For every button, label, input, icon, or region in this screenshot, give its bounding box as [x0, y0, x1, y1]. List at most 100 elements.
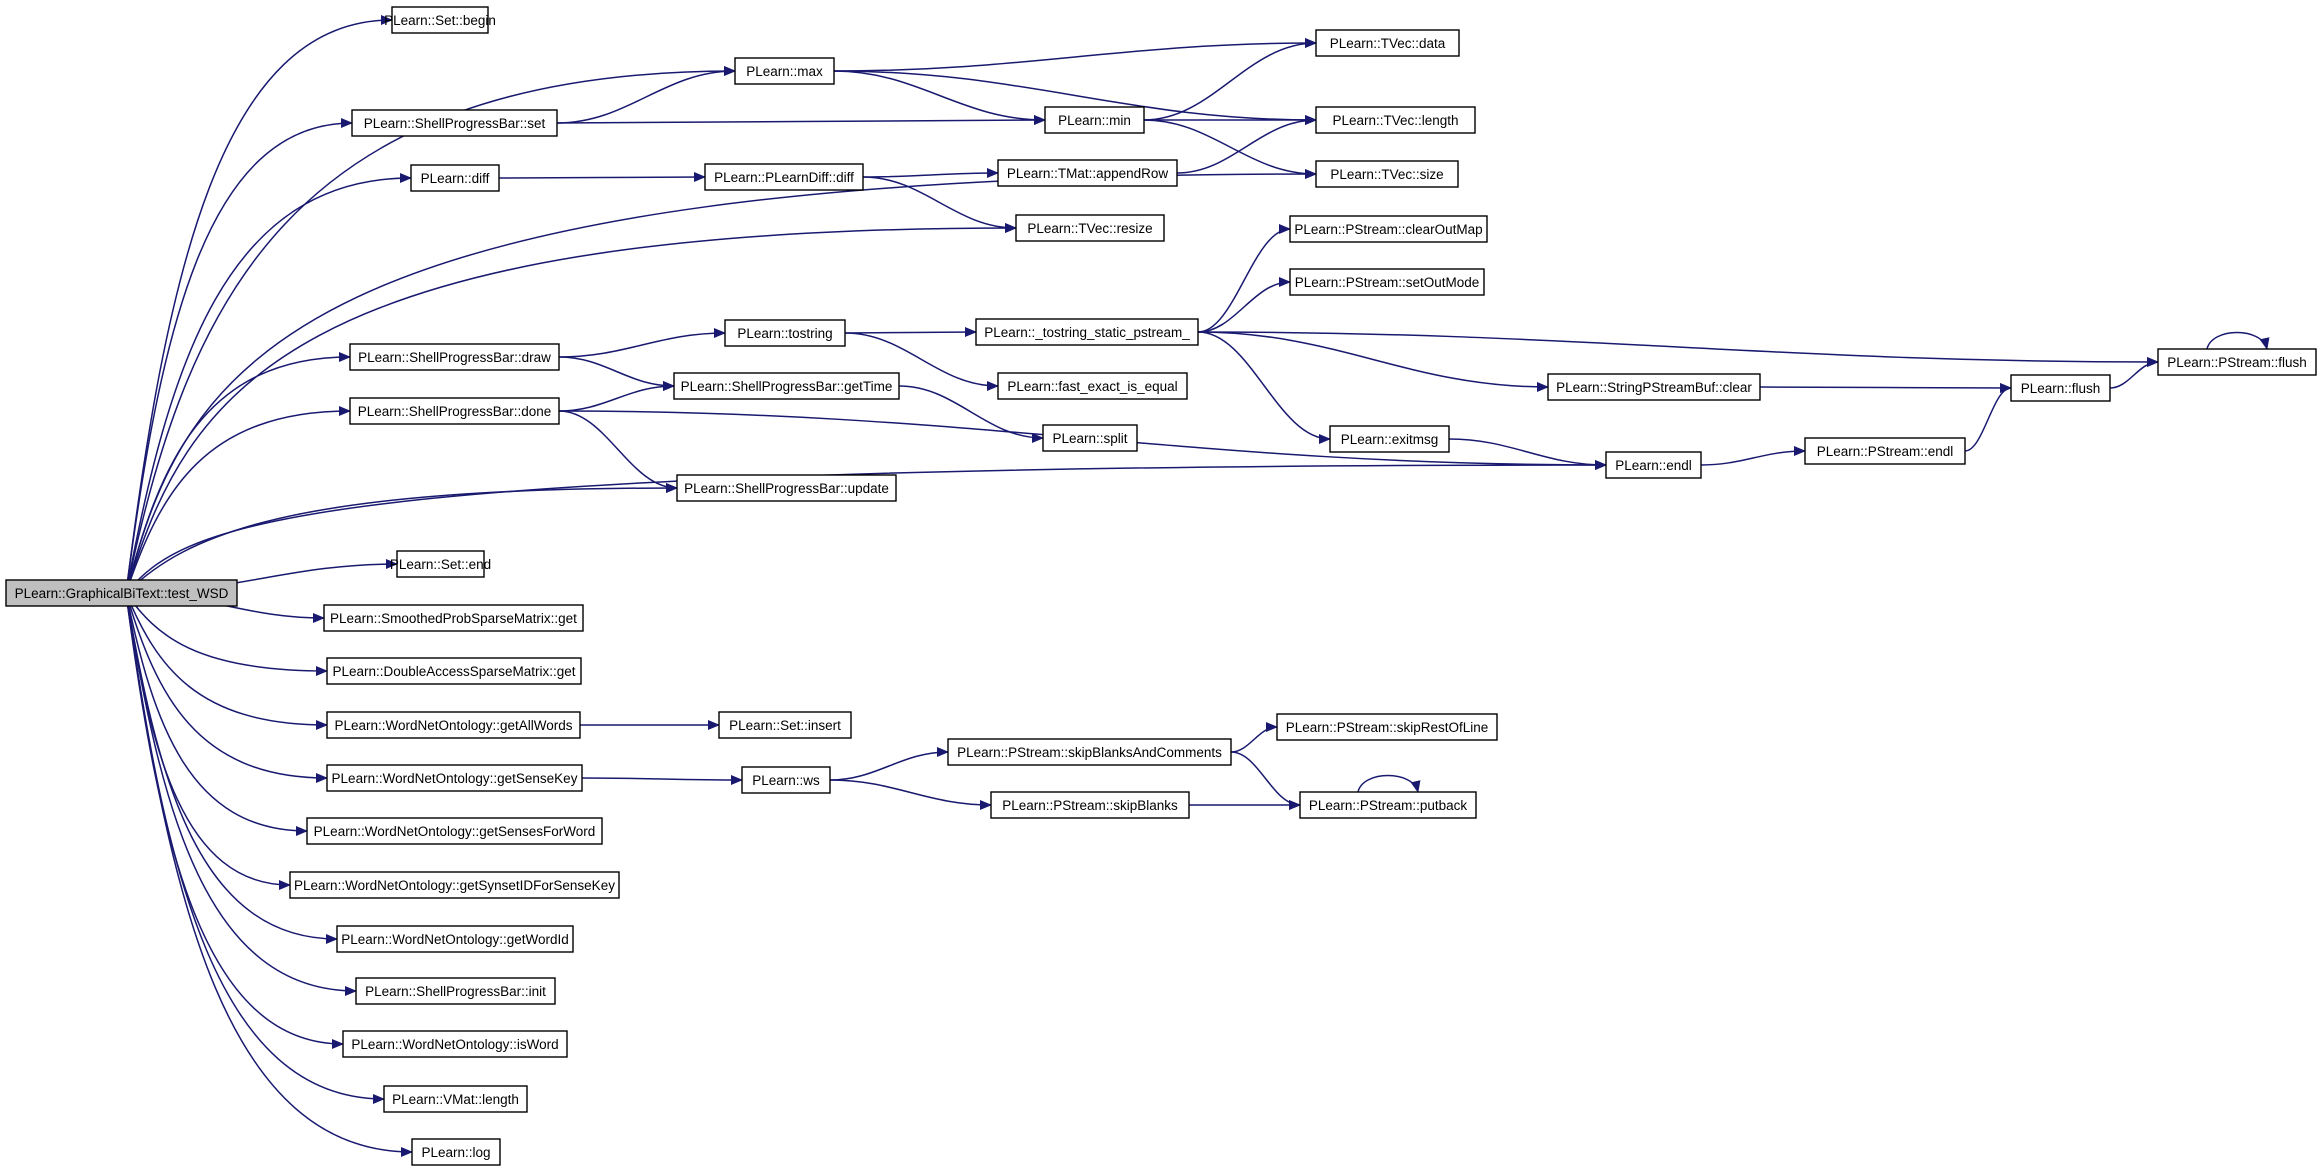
node-label: PLearn::TVec::resize [1027, 221, 1152, 236]
node-endl[interactable]: PLearn::endl [1605, 451, 1702, 479]
node-label: PLearn::ShellProgressBar::set [364, 116, 546, 131]
edge-max-to-tvec-length [833, 70, 1317, 125]
edge-tostring-static-to-spsb-clear [1197, 331, 1549, 392]
edge-plearndiff-diff-to-tmat-appendrow [862, 168, 999, 179]
node-spb-set[interactable]: PLearn::ShellProgressBar::set [351, 109, 558, 137]
root-node[interactable]: PLearn::GraphicalBiText::test_WSD [5, 579, 238, 607]
node-spsb-clear[interactable]: PLearn::StringPStreamBuf::clear [1547, 373, 1761, 401]
edge-tostring-static-to-pstream-setoutmode [1197, 277, 1291, 333]
node-tvec-length[interactable]: PLearn::TVec::length [1315, 106, 1476, 134]
node-pstream-endl[interactable]: PLearn::PStream::endl [1804, 437, 1966, 465]
node-box [1015, 214, 1165, 242]
node-spb-done[interactable]: PLearn::ShellProgressBar::done [349, 397, 560, 425]
node-label: PLearn::min [1058, 113, 1131, 128]
node-box [326, 711, 581, 739]
edge-min-to-tvec-size [1143, 119, 1317, 179]
node-pstream-setoutmode[interactable]: PLearn::PStream::setOutMode [1289, 268, 1485, 296]
edge-spb-draw-to-tostring [558, 328, 726, 358]
edge-tostring-static-to-pstream-flush [1197, 331, 2159, 367]
node-box [1044, 106, 1145, 134]
edge-root-to-spb-done [125, 406, 351, 594]
node-label: PLearn::flush [2021, 381, 2101, 396]
edge-root-to-wno-getsensesforword [125, 592, 308, 836]
edge-root-to-wno-getsynsetid [125, 592, 291, 890]
edge-spb-gettime-to-split [898, 385, 1044, 443]
edge-root-to-spb-draw [125, 352, 351, 594]
node-label: PLearn::max [746, 64, 823, 79]
node-set-insert[interactable]: PLearn::Set::insert [718, 711, 852, 739]
edge-plearndiff-diff-to-tvec-resize [862, 176, 1017, 233]
node-spb-init[interactable]: PLearn::ShellProgressBar::init [355, 977, 556, 1005]
node-wno-getsensesforword[interactable]: PLearn::WordNetOntology::getSensesForWor… [306, 817, 603, 845]
edge-root-to-max [125, 66, 736, 594]
node-flush[interactable]: PLearn::flush [2010, 374, 2111, 402]
node-pstream-skipblankscomments[interactable]: PLearn::PStream::skipBlanksAndComments [947, 738, 1232, 766]
node-box [1329, 425, 1450, 453]
node-wno-getsynsetid[interactable]: PLearn::WordNetOntology::getSynsetIDForS… [289, 871, 620, 899]
node-pstream-flush[interactable]: PLearn::PStream::flush [2157, 348, 2317, 376]
node-tostring[interactable]: PLearn::tostring [724, 319, 846, 347]
node-tostring-static[interactable]: PLearn::_tostring_static_pstream_ [975, 318, 1199, 346]
edge-spb-set-to-min [556, 115, 1046, 126]
node-pstream-clearoutmap[interactable]: PLearn::PStream::clearOutMap [1289, 215, 1488, 243]
node-log[interactable]: PLearn::log [411, 1138, 501, 1166]
node-box [1042, 424, 1138, 452]
node-label: PLearn::Set::begin [384, 13, 496, 28]
edge-max-to-min [833, 70, 1046, 125]
node-box [351, 109, 558, 137]
node-set-begin[interactable]: PLearn::Set::begin [384, 6, 496, 34]
node-wno-isword[interactable]: PLearn::WordNetOntology::isWord [342, 1030, 568, 1058]
node-vmat-length[interactable]: PLearn::VMat::length [383, 1085, 528, 1113]
node-wno-getsensekey[interactable]: PLearn::WordNetOntology::getSenseKey [326, 764, 583, 792]
node-box [349, 397, 560, 425]
node-max[interactable]: PLearn::max [734, 57, 835, 85]
node-label: PLearn::VMat::length [392, 1092, 519, 1107]
node-box [349, 343, 560, 371]
node-box [2157, 348, 2317, 376]
node-diff[interactable]: PLearn::diff [410, 164, 500, 192]
node-fast-exact[interactable]: PLearn::fast_exact_is_equal [997, 372, 1188, 400]
node-tmat-appendrow[interactable]: PLearn::TMat::appendRow [997, 159, 1178, 187]
edge-spb-done-to-spb-gettime [558, 381, 675, 412]
node-exitmsg[interactable]: PLearn::exitmsg [1329, 425, 1450, 453]
node-box [391, 6, 489, 34]
node-box [326, 657, 582, 685]
node-spb-update[interactable]: PLearn::ShellProgressBar::update [676, 474, 897, 502]
node-label: PLearn::split [1052, 431, 1127, 446]
node-pstream-skiprestofline[interactable]: PLearn::PStream::skipRestOfLine [1276, 713, 1498, 741]
node-label: PLearn::ShellProgressBar::done [358, 404, 552, 419]
node-label: PLearn::TVec::length [1332, 113, 1458, 128]
edge-root-to-tvec-resize [125, 223, 1017, 594]
edge-spb-set-to-max [556, 66, 736, 124]
node-wno-getallwords[interactable]: PLearn::WordNetOntology::getAllWords [326, 711, 581, 739]
edge-tostring-to-fast-exact [844, 332, 999, 391]
edge-diff-to-plearndiff-diff [498, 172, 706, 183]
edge-root-to-wno-getwordid [125, 592, 338, 944]
node-tvec-size[interactable]: PLearn::TVec::size [1315, 160, 1459, 188]
node-label: PLearn::ShellProgressBar::getTime [681, 379, 893, 394]
node-pstream-putback[interactable]: PLearn::PStream::putback [1299, 791, 1477, 819]
node-plearndiff-diff[interactable]: PLearn::PLearnDiff::diff [704, 163, 864, 191]
node-label: PLearn::Set::insert [729, 718, 841, 733]
node-label: PLearn::PStream::skipRestOfLine [1286, 720, 1489, 735]
edge-tostring-static-to-pstream-clearoutmap [1197, 224, 1291, 333]
edge-root-to-spb-set [125, 118, 353, 594]
node-box [1547, 373, 1761, 401]
node-spsm-get[interactable]: PLearn::SmoothedProbSparseMatrix::get [323, 604, 584, 632]
node-box [1289, 215, 1488, 243]
node-split[interactable]: PLearn::split [1042, 424, 1138, 452]
node-set-end[interactable]: PLearn::Set::end [390, 550, 491, 578]
node-spb-gettime[interactable]: PLearn::ShellProgressBar::getTime [673, 372, 900, 400]
node-box [342, 1030, 568, 1058]
node-dasm-get[interactable]: PLearn::DoubleAccessSparseMatrix::get [326, 657, 582, 685]
edge-tmat-appendrow-to-tvec-length [1176, 115, 1317, 174]
node-tvec-resize[interactable]: PLearn::TVec::resize [1015, 214, 1165, 242]
edge-max-to-tvec-data [833, 38, 1317, 72]
node-tvec-data[interactable]: PLearn::TVec::data [1315, 29, 1460, 57]
node-box [2010, 374, 2111, 402]
node-pstream-skipblanks[interactable]: PLearn::PStream::skipBlanks [990, 791, 1190, 819]
node-spb-draw[interactable]: PLearn::ShellProgressBar::draw [349, 343, 560, 371]
node-min[interactable]: PLearn::min [1044, 106, 1145, 134]
node-wno-getwordid[interactable]: PLearn::WordNetOntology::getWordId [336, 925, 574, 953]
node-ws[interactable]: PLearn::ws [741, 766, 831, 794]
